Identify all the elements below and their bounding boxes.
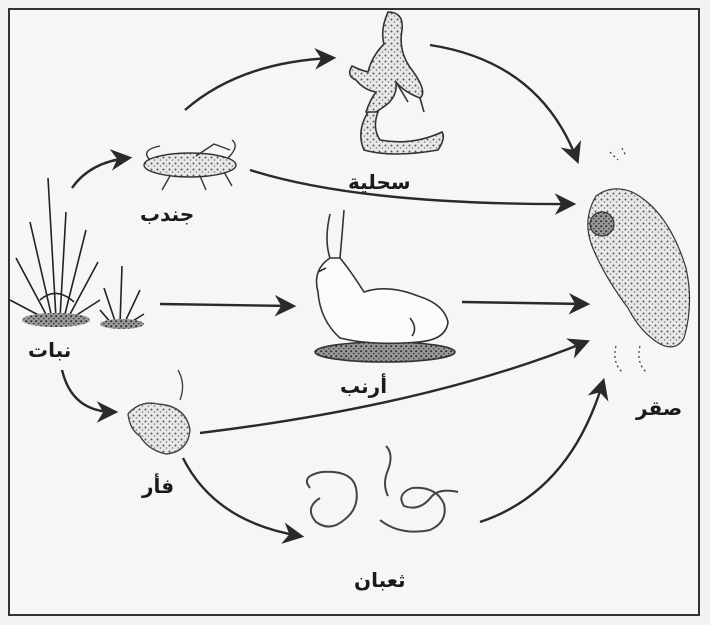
arrow-plant-to-rabbit	[160, 304, 292, 306]
arrow-lizard-to-falcon	[430, 45, 577, 160]
arrow-rabbit-to-falcon	[462, 302, 586, 304]
arrow-mouse-to-snake	[183, 458, 300, 536]
label-lizard: سحلية	[348, 170, 411, 194]
arrow-grasshopper-to-falcon	[250, 170, 572, 204]
snake-illustration	[307, 446, 458, 532]
plant-illustration	[10, 178, 144, 329]
falcon-illustration	[588, 148, 690, 372]
arrow-plant-to-grasshopper	[72, 158, 128, 188]
label-mouse: فأر	[142, 474, 174, 498]
label-falcon: صقر	[636, 396, 682, 420]
grasshopper-illustration	[144, 140, 236, 190]
lizard-illustration	[350, 12, 444, 154]
label-grasshopper: جندب	[140, 202, 194, 226]
label-plant: نبات	[28, 338, 71, 362]
label-snake: ثعبان	[354, 568, 406, 592]
rabbit-illustration	[315, 210, 455, 362]
label-rabbit: أرنب	[340, 374, 387, 398]
mouse-illustration	[128, 370, 190, 454]
arrow-snake-to-falcon	[480, 382, 603, 522]
arrow-plant-to-mouse	[62, 370, 114, 412]
arrow-grasshopper-to-lizard	[185, 58, 332, 110]
